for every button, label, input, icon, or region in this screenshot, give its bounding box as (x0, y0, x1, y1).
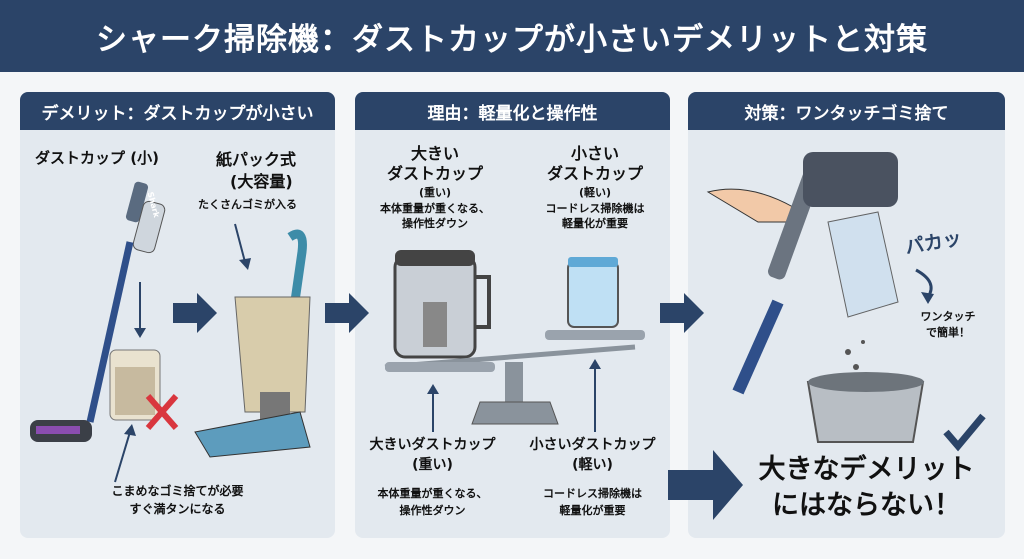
note-frequent-emptying: こまめなゴミ捨てが必要 (111, 484, 244, 498)
big-cup-note-2: 操作性ダウン (402, 217, 468, 230)
upright-vacuum-illustration (194, 223, 311, 458)
panel-header: デメリット：ダストカップが小さい (20, 92, 335, 130)
one-touch-note-2: で簡単！ (926, 326, 970, 339)
small-cup-note-2: 軽量化が重要 (562, 217, 628, 230)
one-touch-note: ワンタッチ (920, 310, 976, 323)
small-cup-title-2: ダストカップ (546, 164, 643, 183)
bottom-small-cup-note-2: 軽量化が重要 (559, 504, 626, 517)
bottom-big-cup-note-2: 操作性ダウン (399, 504, 466, 517)
panel-header: 理由：軽量化と操作性 (355, 92, 670, 130)
conclusion-text-2: にはならない！ (772, 490, 961, 521)
bottom-big-cup-note: 本体重量が重くなる、 (377, 487, 488, 500)
balance-scale-illustration (384, 250, 645, 432)
stick-vacuum-illustration (30, 181, 179, 483)
bottom-small-cup-note: コードレス掃除機は (543, 487, 642, 500)
label-paper-pack-capacity: (大容量) (230, 172, 293, 191)
big-cup-note: 本体重量が重くなる、 (380, 202, 490, 215)
label-paper-pack: 紙パック式 (216, 150, 297, 169)
one-touch-empty-illustration (706, 152, 986, 452)
page-title: シャーク掃除機：ダストカップが小さいデメリットと対策 (0, 0, 1024, 72)
bottom-big-cup-title: 大きいダストカップ (369, 437, 496, 453)
bottom-small-cup-weight: (軽い) (572, 457, 613, 473)
big-cup-title-2: ダストカップ (386, 164, 483, 183)
note-fills-quickly: すぐ満タンになる (129, 502, 226, 516)
label-paper-pack-note: たくさんゴミが入る (198, 198, 297, 211)
panel-demerit: デメリット：ダストカップが小さい ダストカップ (小) 紙パック式 (大容量) … (20, 92, 335, 538)
panel-header: 対策：ワンタッチゴミ捨て (688, 92, 1005, 130)
small-cup-title: 小さい (570, 144, 619, 163)
bottom-small-cup-title: 小さいダストカップ (529, 437, 656, 453)
panel-reason: 理由：軽量化と操作性 大きい ダストカップ (重い) 本体重量が重くなる、 操作… (355, 92, 670, 538)
small-cup-weight: (軽い) (578, 186, 612, 199)
small-cup-note: コードレス掃除機は (545, 202, 645, 215)
bottom-big-cup-weight: (重い) (412, 457, 453, 473)
big-cup-weight: (重い) (418, 186, 452, 199)
big-cup-title: 大きい (410, 144, 459, 163)
label-small-dust-cup: ダストカップ (小) (35, 149, 159, 167)
panel-solution: 対策：ワンタッチゴミ捨て パカッ ワンタッチ で簡単！ 大きなデメリット にはな… (688, 92, 1005, 538)
conclusion-text: 大きなデメリット (758, 454, 975, 485)
